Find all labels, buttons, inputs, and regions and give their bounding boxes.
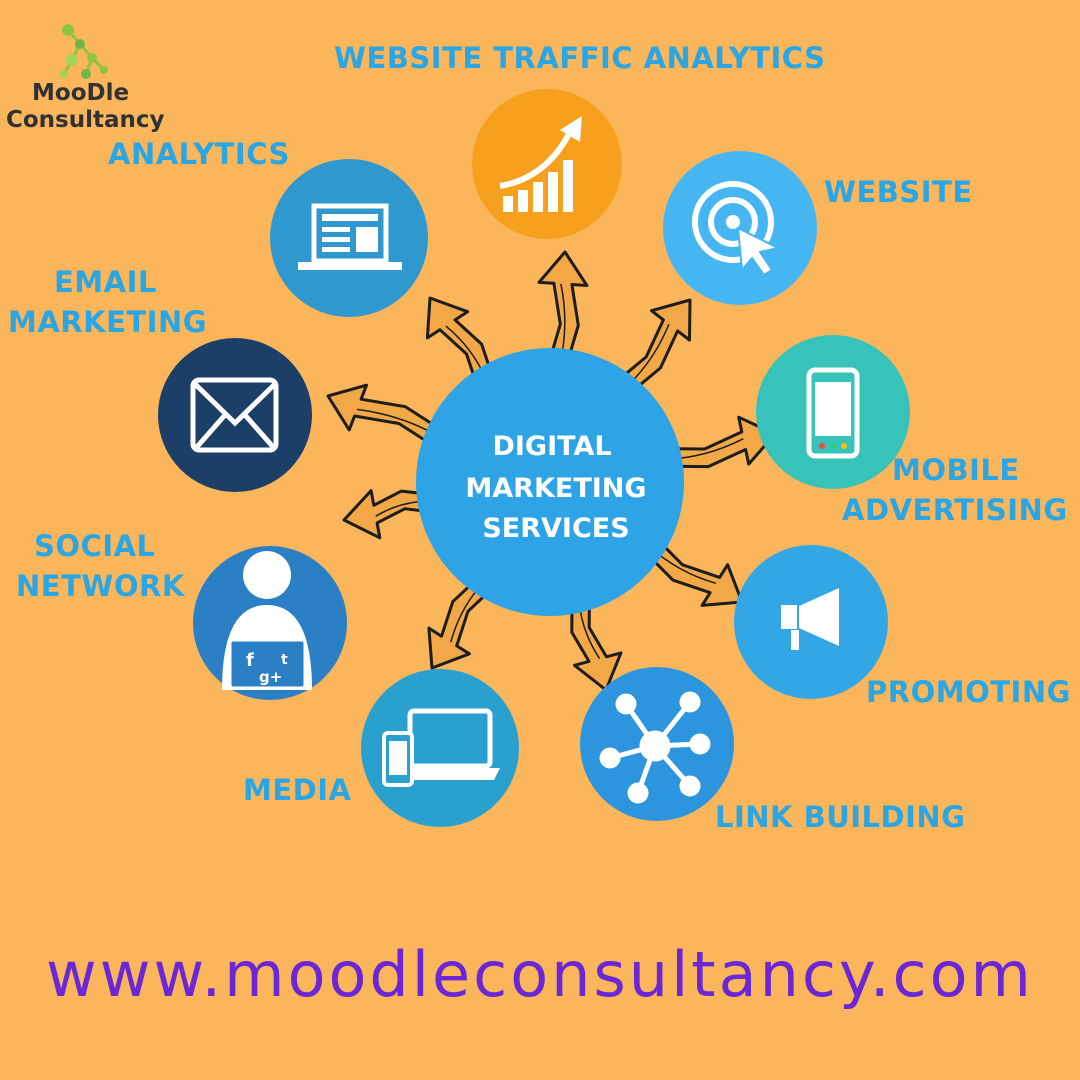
arrow-to-promoting (643, 535, 744, 607)
logo-line1: MooDle (32, 80, 130, 106)
arrow-to-website (613, 298, 692, 396)
label-email-marketing: EMAIL MARKETING (8, 262, 207, 342)
svg-text:t: t (281, 652, 288, 668)
arrow-to-media (427, 575, 496, 670)
node-social: f g+ t (193, 546, 347, 700)
center-hub: DIGITAL MARKETING SERVICES (416, 348, 684, 616)
label-mobile-line2: ADVERTISING (842, 493, 1068, 527)
arrow-to-link (570, 592, 623, 692)
megaphone-icon (781, 588, 839, 650)
node-promoting (734, 545, 888, 699)
network-hub-icon (599, 691, 711, 804)
envelope-icon (190, 377, 279, 453)
devices-icon (382, 708, 500, 787)
label-media: MEDIA (243, 773, 352, 807)
svg-text:g+: g+ (259, 668, 282, 686)
growth-chart-icon (499, 116, 582, 212)
logo-mark-icon (60, 24, 108, 79)
label-social-network: SOCIAL NETWORK (16, 526, 185, 606)
label-mobile-line1: MOBILE (892, 453, 1020, 487)
label-email-line1: EMAIL (54, 265, 157, 299)
center-circle (416, 348, 684, 616)
node-email-circle (158, 338, 312, 492)
user-social-icon: f g+ t (222, 551, 312, 690)
label-promoting: PROMOTING (866, 675, 1071, 709)
label-link-building: LINK BUILDING (715, 800, 966, 834)
node-traffic (472, 89, 622, 239)
label-email-line2: MARKETING (8, 305, 208, 339)
arrow-to-traffic (537, 250, 589, 367)
label-website: WEBSITE (824, 175, 973, 209)
label-social-line1: SOCIAL (34, 529, 156, 563)
arrow-to-email (326, 383, 445, 450)
logo-line2: Consultancy (6, 107, 165, 133)
label-website-traffic-analytics: WEBSITE TRAFFIC ANALYTICS (334, 41, 826, 75)
node-link (580, 667, 734, 821)
label-mobile-advertising: MOBILE ADVERTISING (842, 450, 1068, 530)
node-mobile (756, 335, 910, 489)
label-analytics: ANALYTICS (108, 137, 290, 171)
target-cursor-icon (692, 181, 781, 277)
node-media (361, 669, 519, 827)
node-analytics (270, 159, 428, 317)
logo-text: MooDle Consultancy (6, 80, 165, 134)
node-website (663, 151, 817, 305)
arrow-to-analytics (425, 296, 495, 390)
center-line1: DIGITAL (492, 431, 611, 462)
arrows-group (326, 250, 777, 692)
browser-window-icon (298, 203, 402, 270)
node-email (158, 338, 312, 492)
arrow-to-mobile (662, 415, 777, 469)
website-url: www.moodleconsultancy.com (46, 938, 1034, 1011)
center-line2: MARKETING (465, 473, 646, 504)
svg-text:f: f (246, 650, 254, 671)
center-line3: SERVICES (482, 513, 629, 544)
label-social-line2: NETWORK (16, 569, 185, 603)
smartphone-icon (806, 367, 860, 459)
